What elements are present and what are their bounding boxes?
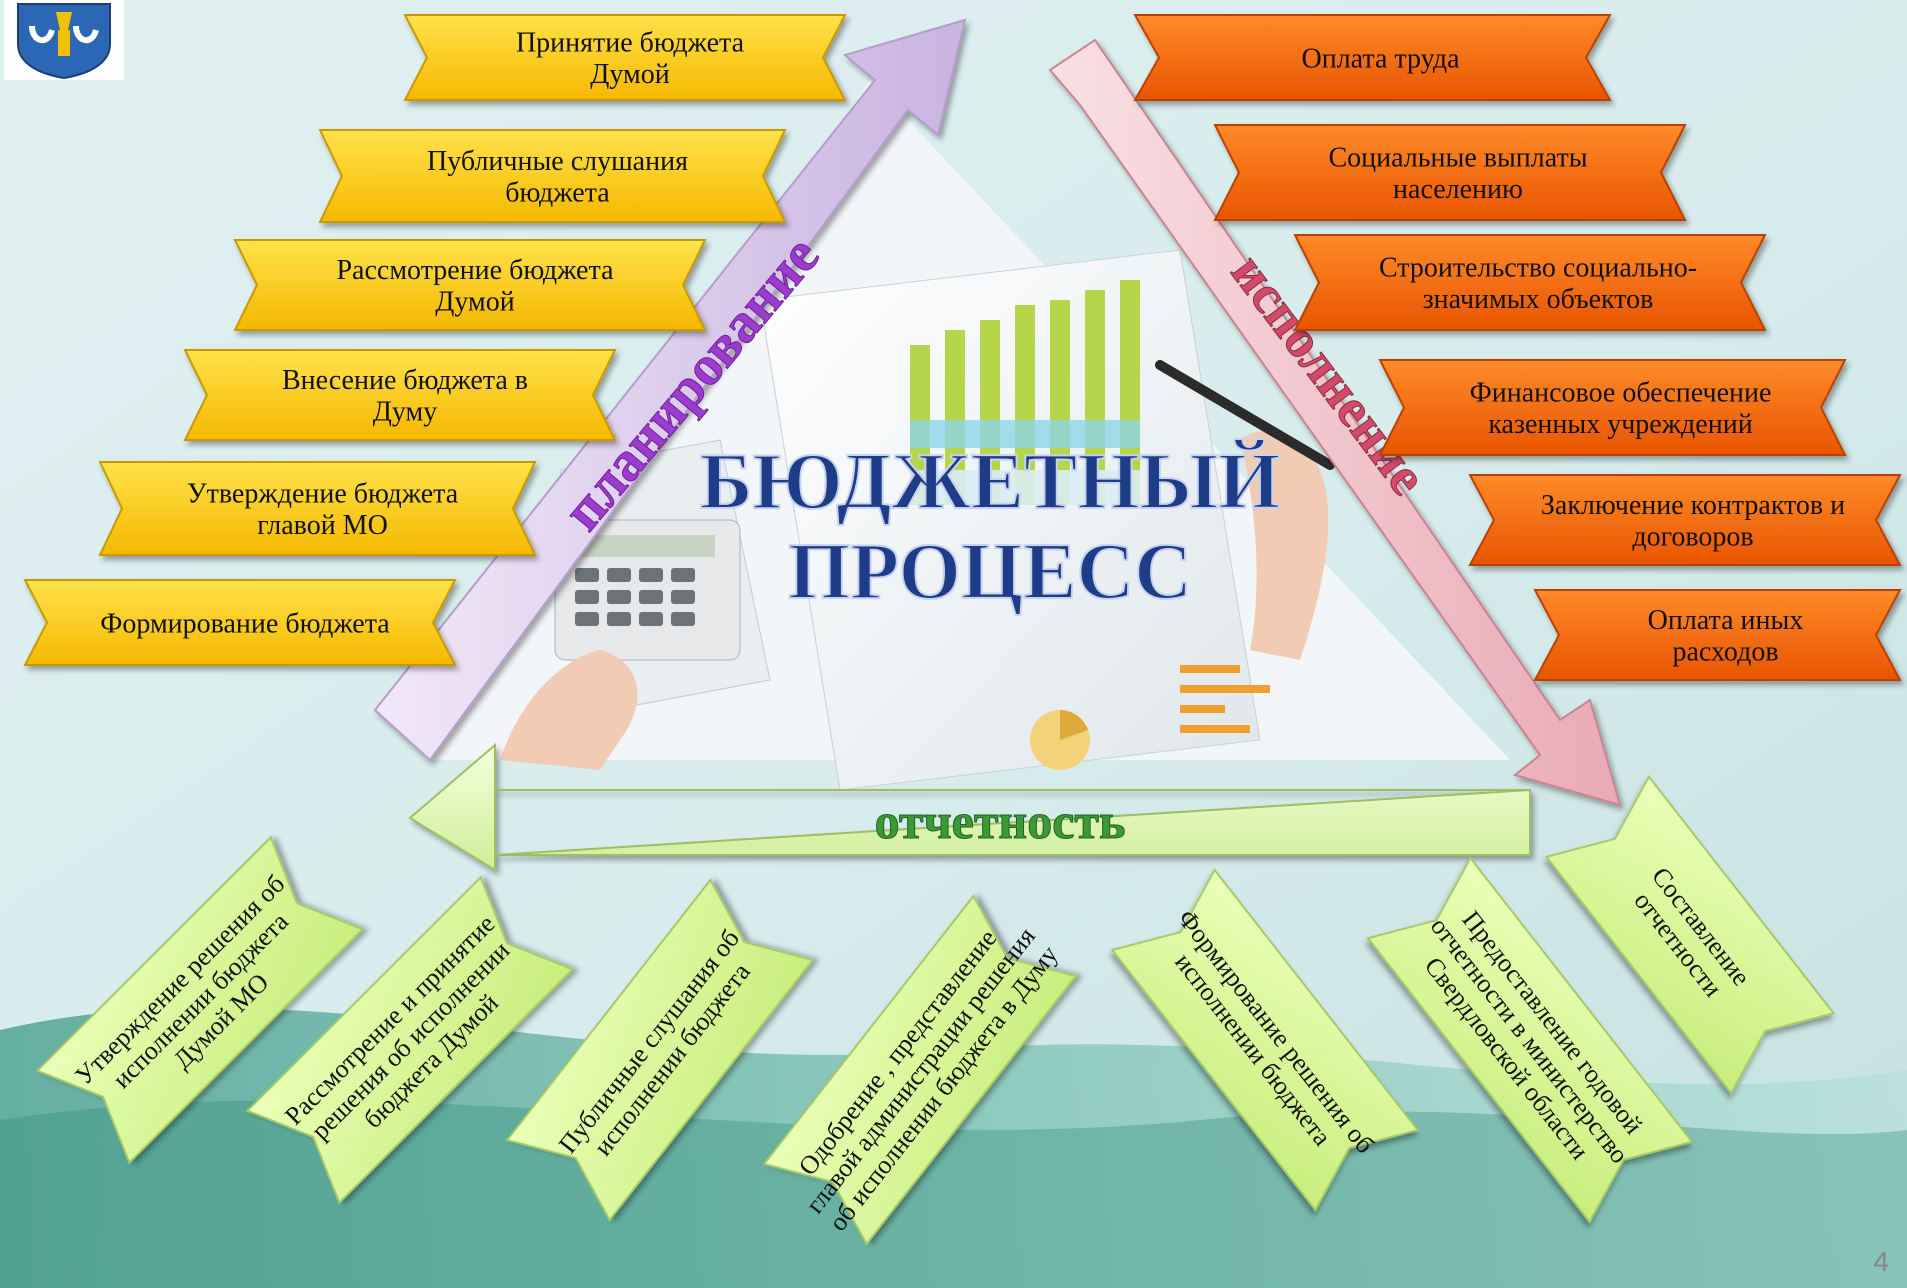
execution-step-4-text-line-2: казенных учреждений (1488, 409, 1752, 440)
planning-step-box (98, 461, 537, 556)
execution-step-box (1293, 234, 1767, 331)
planning-step-2-text-line-1: Публичные слушания (427, 146, 688, 177)
reporting-arrow-label: отчетность (875, 793, 1126, 849)
execution-step-2-text-line-2: населению (1393, 174, 1523, 205)
central-illustration (430, 80, 1510, 791)
execution-step-5 (1468, 474, 1902, 566)
execution-step-6-text-line-2: расходов (1672, 636, 1778, 667)
planning-step-3 (233, 239, 707, 331)
planning-step-box (233, 239, 707, 331)
reporting-step-box (505, 878, 815, 1222)
bar-chart-illustration (910, 280, 1140, 505)
reporting-step-box (1366, 856, 1694, 1224)
planning-arrow (373, 18, 967, 762)
execution-step-4 (1378, 359, 1847, 456)
execution-step-3-text-line-1: Строительство социально- (1379, 253, 1697, 284)
calculator-illustration (554, 519, 741, 661)
execution-step-box (1533, 589, 1902, 681)
execution-step-6 (1533, 589, 1902, 681)
planning-step-2 (318, 129, 787, 223)
hbar-illustration (1180, 665, 1270, 733)
planning-step-5-text-line-1: Утверждение бюджета (187, 479, 459, 510)
planning-step-4 (183, 349, 617, 441)
execution-step-6-text-line-1: Оплата иных (1648, 605, 1804, 636)
planning-step-4-text-line-1: Внесение бюджета в (282, 365, 528, 396)
planning-step-box (318, 129, 787, 223)
execution-step-5-text-line-2: договоров (1632, 521, 1753, 552)
execution-step-2 (1213, 124, 1687, 221)
planning-step-2-text-line-2: бюджета (505, 177, 610, 208)
hand-right-illustration (1240, 430, 1329, 660)
reporting-step-box (762, 894, 1078, 1246)
title-line-1: БЮДЖЕТНЫЙ (700, 438, 1281, 526)
reporting-arrow (408, 742, 1531, 872)
title-line-2: ПРОЦЕСС (788, 528, 1192, 616)
execution-step-3-text-line-2: значимых объектов (1423, 284, 1654, 315)
planning-step-4-text-line-2: Думу (373, 396, 437, 427)
execution-step-1 (1133, 14, 1612, 101)
reporting-step-box (35, 835, 365, 1165)
planning-step-3-text-line-1: Рассмотрение бюджета (336, 255, 614, 286)
execution-step-box (1468, 474, 1902, 566)
planning-step-6-text-line-1: Формирование бюджета (100, 608, 390, 639)
execution-step-box (1213, 124, 1687, 221)
planning-step-6 (23, 579, 457, 666)
planning-step-box (23, 579, 457, 666)
background-wave (0, 1007, 1907, 1288)
execution-step-2-text-line-1: Социальные выплаты (1328, 143, 1587, 174)
execution-step-4-text-line-1: Финансовое обеспечение (1470, 378, 1772, 409)
background-wave-light (0, 1100, 1907, 1288)
planning-step-box (403, 14, 847, 101)
execution-step-1-text-line-1: Оплата труда (1301, 43, 1460, 74)
execution-step-3 (1293, 234, 1767, 331)
planning-step-1 (403, 14, 847, 101)
reporting-step-box (245, 875, 575, 1205)
slide-number: 4 (1873, 1246, 1889, 1277)
planning-step-5 (98, 461, 537, 556)
planning-step-1-text-line-1: Принятие бюджета (516, 28, 745, 59)
pen-illustration (1155, 360, 1335, 470)
execution-arrow (1048, 38, 1622, 807)
planning-step-1-text-line-2: Думой (590, 59, 669, 90)
planning-step-3-text-line-2: Думой (435, 286, 514, 317)
planning-step-box (183, 349, 617, 441)
pie-illustration (1030, 710, 1090, 770)
hand-left-illustration (500, 650, 638, 770)
reporting-step-box (1544, 774, 1836, 1096)
execution-step-5-text-line-1: Заключение контрактов и (1541, 490, 1845, 521)
reporting-step-box (1110, 868, 1420, 1212)
planning-step-5-text-line-2: главой МО (257, 510, 388, 541)
execution-step-box (1378, 359, 1847, 456)
coat-of-arms-logo (4, 0, 124, 80)
execution-step-box (1133, 14, 1612, 101)
